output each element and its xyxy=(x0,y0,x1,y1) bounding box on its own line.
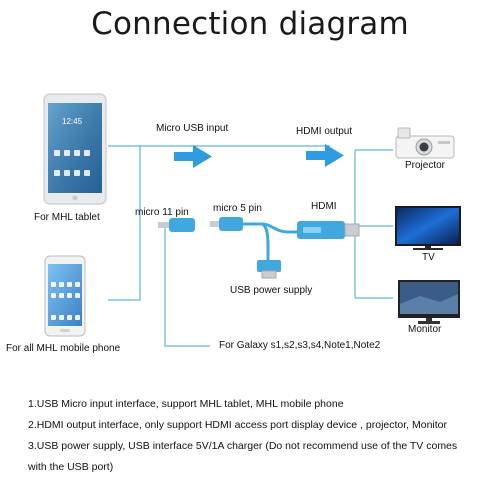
cable xyxy=(261,222,300,262)
input-bracket-line xyxy=(108,145,141,301)
hdmi-label: HDMI xyxy=(311,201,337,212)
hdmi-output-label: HDMI output xyxy=(296,126,353,137)
connection-lines xyxy=(108,145,393,347)
micro-5-pin-label: micro 5 pin xyxy=(213,203,262,214)
notes-list: 1.USB Micro input interface, support MHL… xyxy=(28,394,498,478)
usb-plug xyxy=(257,260,281,279)
monitor-label: Monitor xyxy=(408,324,442,335)
tablet-clock: 12:45 xyxy=(62,117,83,126)
galaxy-line xyxy=(164,228,210,347)
phone-image xyxy=(44,255,86,337)
tv-label: TV xyxy=(422,252,435,263)
micro-11-pin-connector xyxy=(158,218,195,232)
tv-image xyxy=(395,206,461,250)
tablet-image xyxy=(43,93,107,205)
monitor-image xyxy=(398,280,460,324)
diagram-title: Connection diagram xyxy=(91,6,409,42)
projector-label: Projector xyxy=(405,160,446,171)
galaxy-label: For Galaxy s1,s2,s3,s4,Note1,Note2 xyxy=(219,340,381,351)
note-item: 3.USB power supply, USB interface 5V/1A … xyxy=(28,440,458,452)
hdmi-plug xyxy=(297,221,360,239)
projector-image xyxy=(395,127,455,159)
note-item: 1.USB Micro input interface, support MHL… xyxy=(28,398,344,410)
note-item: 2.HDMI output interface, only support HD… xyxy=(28,419,448,431)
usb-power-supply-label: USB power supply xyxy=(230,285,313,296)
mhl-phone-label: For all MHL mobile phone xyxy=(6,343,121,354)
output-arrow xyxy=(306,144,344,167)
input-arrow xyxy=(174,145,212,168)
micro-5-pin-connector xyxy=(210,217,262,231)
micro-11-pin-label: micro 11 pin xyxy=(135,207,189,218)
mhl-tablet-label: For MHL tablet xyxy=(34,212,100,223)
note-item: with the USB port) xyxy=(28,461,114,473)
micro-usb-input-label: Micro USB input xyxy=(156,123,229,134)
